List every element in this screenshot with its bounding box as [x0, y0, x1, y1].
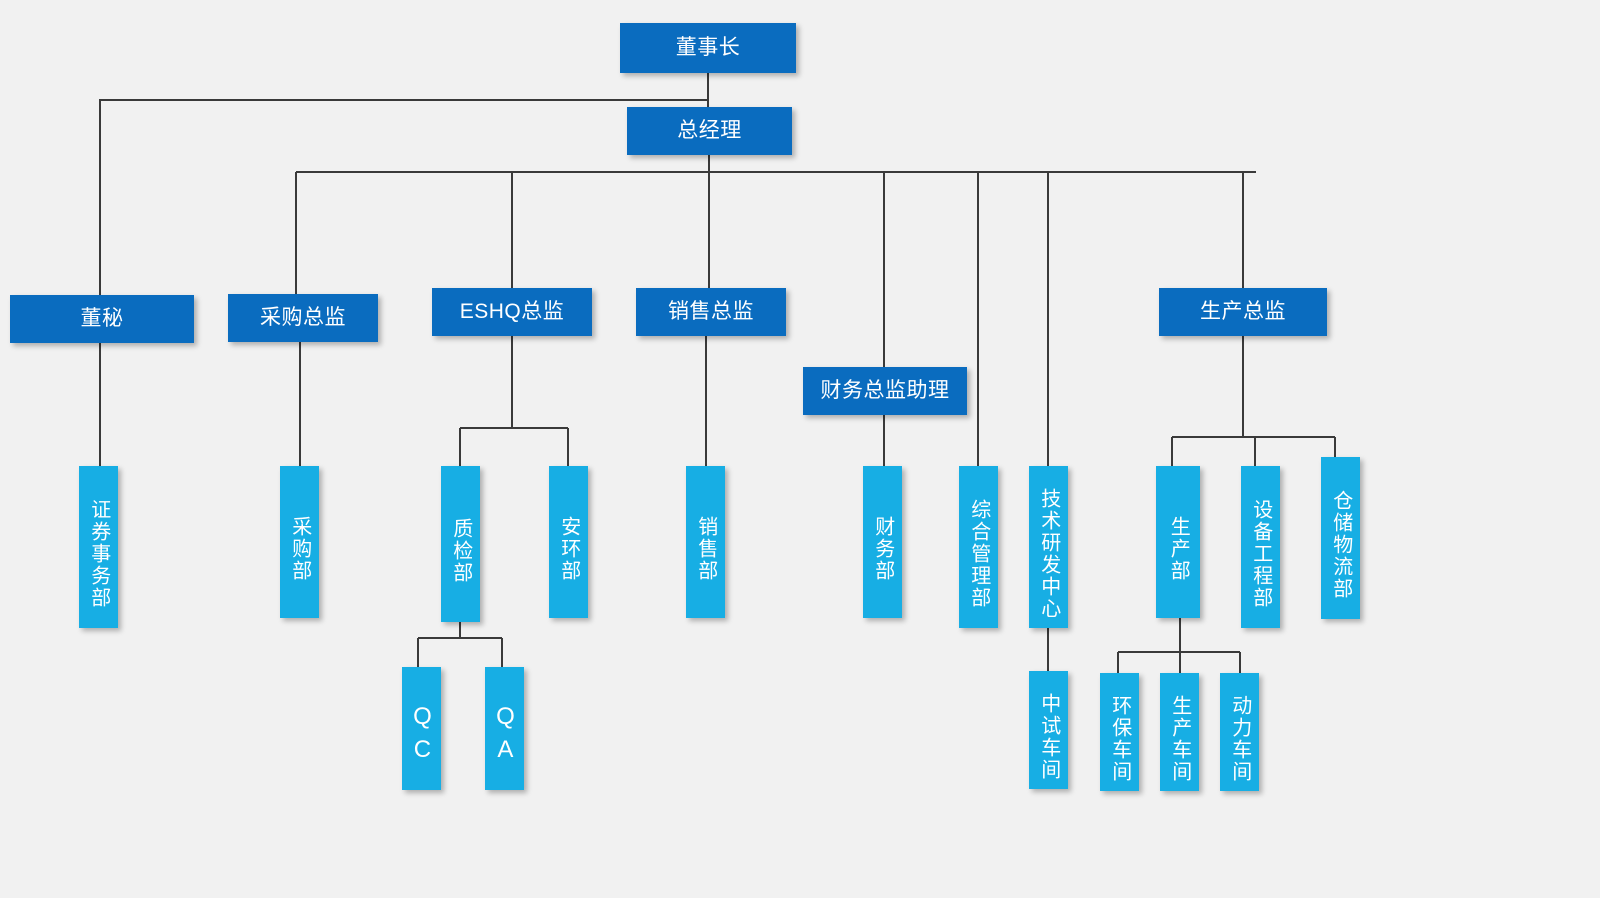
org-node-purchasing-dir[interactable]: 采购总监 — [228, 294, 378, 342]
org-node-qc-dept[interactable]: 质检部 — [441, 466, 480, 622]
org-node-purchasing-dept[interactable]: 采购部 — [280, 466, 319, 618]
org-node-board-secretary[interactable]: 董秘 — [10, 295, 194, 343]
org-node-env-workshop[interactable]: 环保车间 — [1100, 673, 1139, 791]
org-node-production-dir[interactable]: 生产总监 — [1159, 288, 1327, 336]
org-node-qc-team[interactable]: QC — [402, 667, 441, 790]
org-node-production-dept[interactable]: 生产部 — [1156, 466, 1200, 618]
org-node-prod-workshop[interactable]: 生产车间 — [1160, 673, 1199, 791]
connector-chairman-to-secretary-bus — [99, 99, 708, 466]
org-node-eshq-dir[interactable]: ESHQ总监 — [432, 288, 592, 336]
org-node-safety-dept[interactable]: 安环部 — [549, 466, 588, 618]
org-node-sales-dir[interactable]: 销售总监 — [636, 288, 786, 336]
org-node-warehouse-dept[interactable]: 仓储物流部 — [1321, 457, 1360, 619]
org-node-securities-dept[interactable]: 证券事务部 — [79, 466, 118, 628]
org-node-chairman[interactable]: 董事长 — [620, 23, 796, 73]
org-node-finance-dept[interactable]: 财务部 — [863, 466, 902, 618]
org-node-qa-team[interactable]: QA — [485, 667, 524, 790]
org-node-admin-dept[interactable]: 综合管理部 — [959, 466, 998, 628]
org-node-sales-dept[interactable]: 销售部 — [686, 466, 725, 618]
org-node-finance-asst[interactable]: 财务总监助理 — [803, 367, 967, 415]
org-node-power-workshop[interactable]: 动力车间 — [1220, 673, 1259, 791]
org-node-equipment-dept[interactable]: 设备工程部 — [1241, 466, 1280, 628]
org-node-pilot-workshop[interactable]: 中试车间 — [1029, 671, 1068, 789]
org-node-gm[interactable]: 总经理 — [627, 107, 792, 155]
org-node-rnd-center[interactable]: 技术研发中心 — [1029, 466, 1068, 628]
